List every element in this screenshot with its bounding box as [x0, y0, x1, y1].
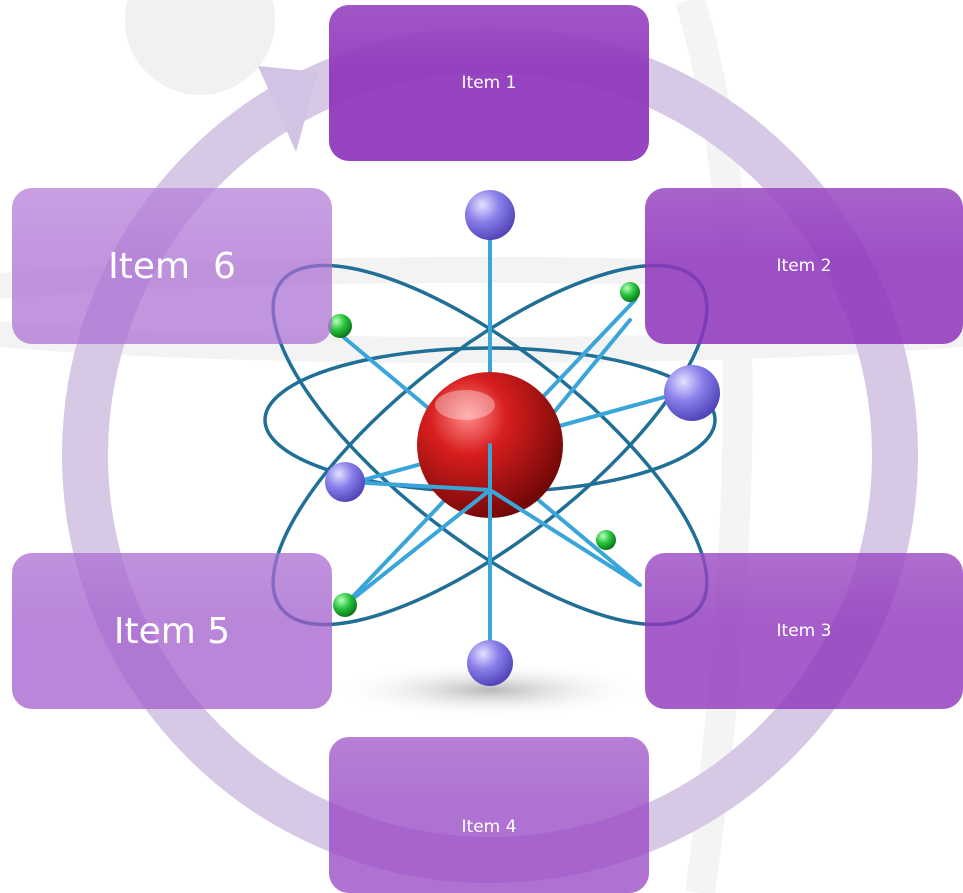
item-1-box[interactable]: Item 1 — [329, 5, 649, 161]
electron-green — [620, 282, 640, 302]
atom-shadow — [330, 662, 650, 718]
cycle-arrow-icon — [258, 66, 318, 152]
electron-violet — [664, 365, 720, 421]
item-4-box[interactable]: Item 4 — [329, 737, 649, 893]
item-6-label: Item 6 — [108, 245, 236, 287]
item-3-label: Item 3 — [776, 621, 832, 641]
item-2-box[interactable]: Item 2 — [645, 188, 963, 344]
item-1-label: Item 1 — [461, 73, 517, 93]
electron-violet — [467, 640, 513, 686]
item-5-label: Item 5 — [113, 610, 231, 652]
item-4-label: Item 4 — [461, 817, 517, 837]
item-3-box[interactable]: Item 3 — [645, 553, 963, 709]
nucleus-highlight — [435, 390, 495, 420]
item-2-label: Item 2 — [776, 256, 832, 276]
background-globe — [125, 0, 275, 95]
electron-violet — [325, 462, 365, 502]
item-6-box[interactable]: Item 6 — [12, 188, 332, 344]
atom-spokes-front — [343, 443, 642, 667]
item-5-box[interactable]: Item 5 — [12, 553, 332, 709]
background-sweep — [0, 257, 963, 363]
electron-green — [596, 530, 616, 550]
electron-green — [333, 593, 357, 617]
electron-violet — [465, 190, 515, 240]
electron-green — [328, 314, 352, 338]
